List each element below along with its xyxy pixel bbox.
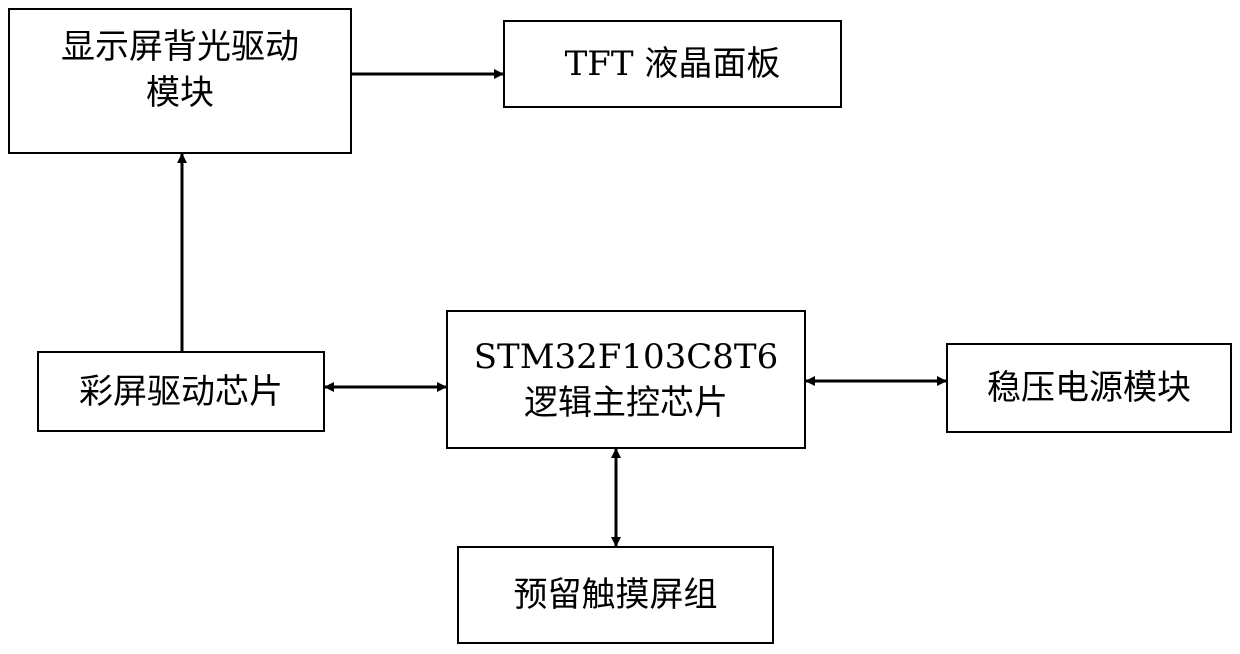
color-screen-driver-chip-block: 彩屏驱动芯片 [37, 351, 325, 432]
color-screen-driver-chip-label: 彩屏驱动芯片 [79, 369, 283, 415]
main-control-chip-label: 逻辑主控芯片 [524, 380, 728, 426]
backlight-driver-module-label-line1: 显示屏背光驱动 [61, 24, 299, 70]
tft-lcd-panel-label: TFT 液晶面板 [565, 41, 781, 87]
backlight-driver-module-block: 显示屏背光驱动 模块 [8, 8, 352, 154]
tft-lcd-panel-block: TFT 液晶面板 [503, 20, 842, 108]
touch-screen-group-block: 预留触摸屏组 [457, 546, 774, 644]
regulated-power-module-label: 稳压电源模块 [987, 365, 1191, 411]
main-control-chip-model: STM32F103C8T6 [474, 334, 779, 380]
main-control-chip-block: STM32F103C8T6 逻辑主控芯片 [446, 310, 806, 449]
touch-screen-group-label: 预留触摸屏组 [514, 572, 718, 618]
backlight-driver-module-label-line2: 模块 [146, 70, 214, 116]
regulated-power-module-block: 稳压电源模块 [946, 343, 1232, 433]
